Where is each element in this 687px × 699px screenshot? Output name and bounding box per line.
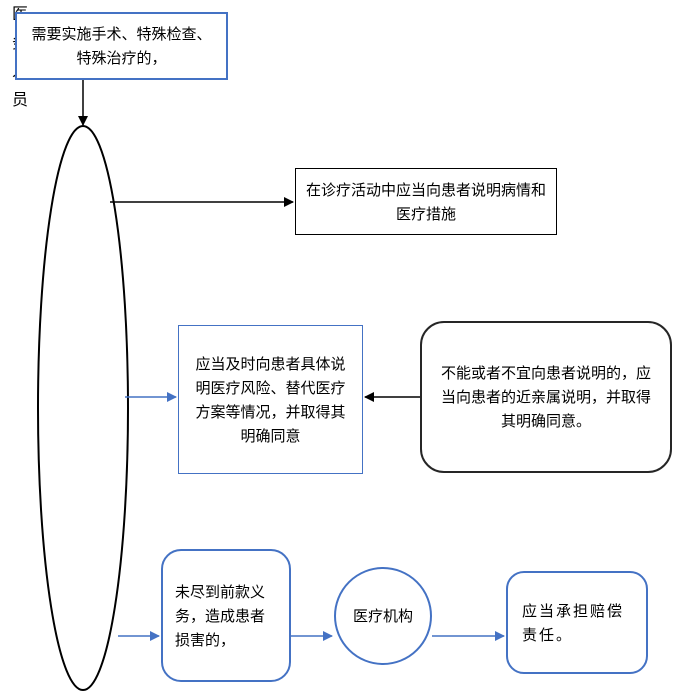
staff-label-char: 员: [11, 89, 28, 109]
node-duty-breach-text: 未尽到前款义务，造成患者损害的，: [175, 582, 266, 649]
node-medical-institution-text: 医疗机构: [352, 607, 413, 625]
node-explain-risks-text: 应当及时向患者具体说明医疗风险、替代医疗方案等情况，并取得其明确同意: [195, 354, 346, 445]
node-surgery-condition: 需要实施手术、特殊检查、特殊治疗的，: [15, 12, 228, 80]
node-medical-institution: 医疗机构: [334, 567, 432, 665]
node-inform-relatives: 不能或者不宜向患者说明的，应当向患者的近亲属说明，并取得其明确同意。: [420, 321, 672, 473]
node-explain-condition-text: 在诊疗活动中应当向患者说明病情和医疗措施: [306, 180, 547, 223]
node-duty-breach: 未尽到前款义务，造成患者损害的，: [161, 549, 291, 682]
node-inform-relatives-text: 不能或者不宜向患者说明的，应当向患者的近亲属说明，并取得其明确同意。: [440, 364, 651, 430]
staff-ellipse: [37, 125, 129, 691]
node-compensation-liability-text: 应当承担赔偿责任。: [522, 601, 625, 644]
node-explain-risks: 应当及时向患者具体说明医疗风险、替代医疗方案等情况，并取得其明确同意: [178, 325, 363, 474]
node-surgery-condition-text: 需要实施手术、特殊检查、特殊治疗的，: [31, 25, 212, 67]
node-explain-condition: 在诊疗活动中应当向患者说明病情和医疗措施: [295, 168, 557, 235]
node-compensation-liability: 应当承担赔偿责任。: [506, 571, 648, 674]
